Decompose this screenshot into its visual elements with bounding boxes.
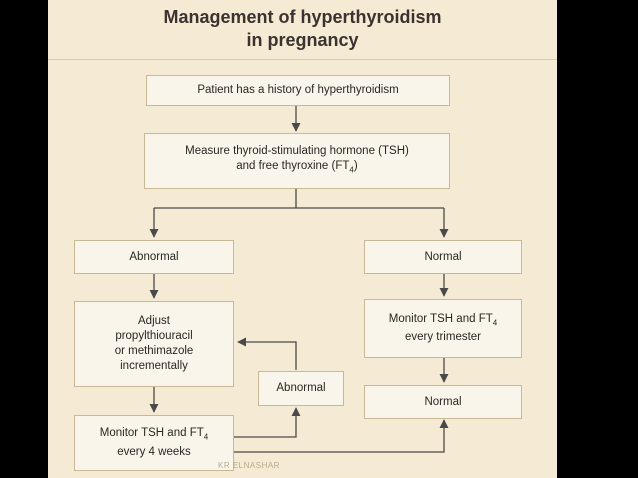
measure-text-line-2: and free thyroxine (FT4) <box>236 160 358 175</box>
measure-box: Measure thyroid-stimulating hormone (TSH… <box>144 133 450 189</box>
diagram-title: Management of hyperthyroidism in pregnan… <box>48 6 557 52</box>
abnormal-left-box: Abnormal <box>74 240 234 274</box>
normal-right-text: Normal <box>424 250 462 263</box>
monitor-trimester-subscript: 4 <box>492 318 498 328</box>
adjust-text-line-2: propylthiouracil <box>115 330 193 342</box>
abnormal-mid-text: Abnormal <box>276 382 326 394</box>
arrow-monitor-weeks-to-abnormal-mid <box>234 407 301 438</box>
monitor-trimester-text-line-2: every trimester <box>404 331 482 344</box>
adjust-text-line-3: or methimazole <box>114 345 194 357</box>
title-line-2: in pregnancy <box>246 30 359 50</box>
monitor-weeks-text-line-2: every 4 weeks <box>117 445 191 458</box>
abnormal-mid-box: Abnormal <box>258 371 344 406</box>
adjust-text-line-1: Adjust <box>138 315 170 327</box>
watermark-text: KR ELNASHAR <box>218 461 280 470</box>
measure-subscript: 4 <box>349 165 354 175</box>
monitor-weeks-box: Monitor TSH and FT4 every 4 weeks <box>74 415 234 471</box>
measure-text-line-1: Measure thyroid-stimulating hormone (TSH… <box>185 145 409 158</box>
normal-bottom-text: Normal <box>424 395 462 408</box>
normal-bottom-box: Normal <box>364 385 522 419</box>
monitor-weeks-text-line-1: Monitor TSH and FT4 <box>99 427 209 442</box>
slide: Management of hyperthyroidism in pregnan… <box>48 0 557 478</box>
title-divider <box>48 59 557 60</box>
monitor-trimester-text-line-1: Monitor TSH and FT4 <box>388 312 498 328</box>
history-box: Patient has a history of hyperthyroidism <box>146 75 450 106</box>
normal-right-box: Normal <box>364 240 522 274</box>
adjust-box: Adjust propylthiouracil or methimazole i… <box>74 301 234 387</box>
monitor-weeks-subscript: 4 <box>203 432 209 442</box>
abnormal-left-text: Abnormal <box>129 250 179 263</box>
arrow-monitor-weeks-to-normal-bottom <box>234 419 449 453</box>
monitor-trimester-box: Monitor TSH and FT4 every trimester <box>364 299 522 358</box>
flow-arrows <box>149 106 449 453</box>
adjust-text-line-4: incrementally <box>120 360 188 372</box>
history-text: Patient has a history of hyperthyroidism <box>197 84 399 96</box>
title-line-1: Management of hyperthyroidism <box>163 7 442 27</box>
arrow-abnormal-mid-to-adjust <box>237 337 297 370</box>
